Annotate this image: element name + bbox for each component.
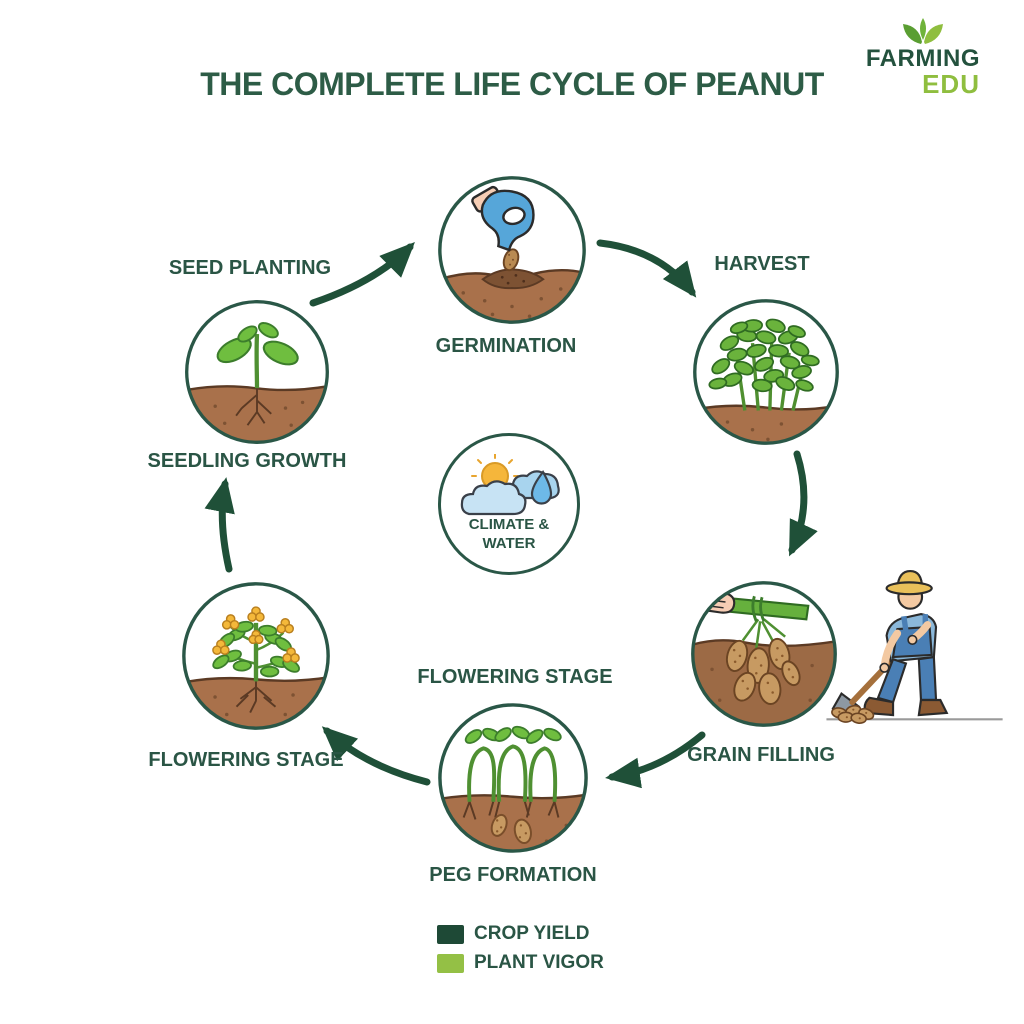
plant-vigor-swatch (437, 953, 464, 973)
seed-planting-label: SEED PLANTING (168, 257, 332, 279)
page-title: THE COMPLETE LIFE CYCLE OF PEANUT (200, 66, 824, 102)
brand-logo: FARMING EDU (866, 10, 980, 97)
flowering-stage-label-center: FLOWERING STAGE (417, 666, 613, 688)
leaf-logo-icon (902, 18, 943, 44)
peg-formation-label: PEG FORMATION (429, 864, 597, 886)
crop-yield-label: CROP YIELD (474, 923, 590, 944)
legend-item-plant-vigor: PLANT VIGOR (437, 952, 604, 974)
harvest-icon (693, 299, 839, 445)
arrow-germination-to-harvest (596, 239, 697, 298)
harvest-label: HARVEST (714, 253, 810, 275)
flowering-stage-label-left: FLOWERING STAGE (148, 749, 344, 771)
farmer-icon (826, 570, 1003, 724)
logo-text-edu: EDU (922, 69, 980, 100)
grain-filling-icon (691, 581, 837, 727)
plant-vigor-label: PLANT VIGOR (474, 952, 604, 973)
germination-label: GERMINATION (435, 335, 577, 357)
flowering-plant-icon (182, 582, 330, 730)
stage-flowering (178, 578, 334, 734)
legend: CROP YIELD PLANT VIGOR (437, 923, 604, 981)
peg-formation-icon (438, 703, 588, 853)
stage-peg-formation (434, 699, 592, 857)
logo-text-farming: FARMING (865, 45, 980, 72)
legend-item-crop-yield: CROP YIELD (437, 923, 604, 945)
stage-seedling-growth (181, 296, 333, 448)
stage-grain-filling (687, 577, 841, 731)
climate-water-label-line1: CLIMATE & (468, 516, 550, 534)
seedling-growth-icon (185, 300, 329, 444)
stage-climate-water: CLIMATE & WATER (438, 433, 580, 575)
climate-water-icon (460, 454, 560, 516)
germination-icon (438, 176, 586, 324)
stage-harvest (689, 295, 843, 449)
arrow-harvest-to-grain-filling (788, 450, 818, 557)
arrow-flowering-to-seedling (204, 477, 235, 573)
crop-yield-swatch (437, 924, 464, 944)
climate-water-label-line2: WATER (482, 535, 536, 552)
stage-germination (434, 172, 590, 328)
grain-filling-label: GRAIN FILLING (687, 744, 835, 766)
seedling-growth-label: SEEDLING GROWTH (147, 450, 347, 472)
